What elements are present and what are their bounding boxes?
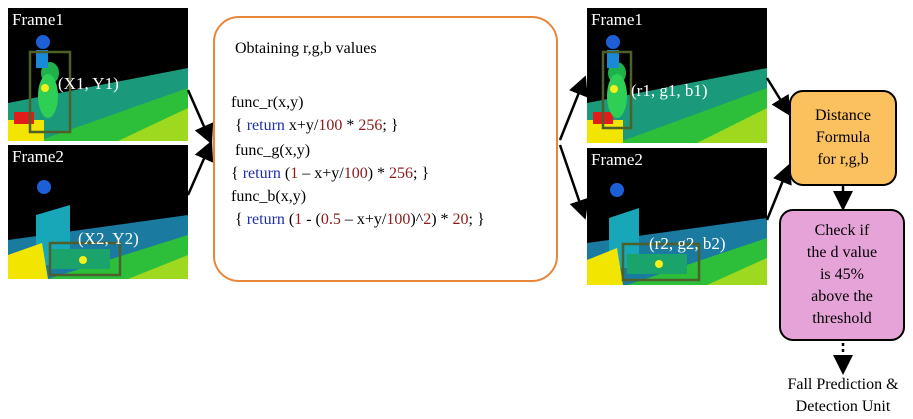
output-frame-1: Frame1 (r1, g1, b1) [587, 8, 767, 143]
arrow-code-to-frame2 [558, 144, 589, 220]
fall-detection-unit-label: Fall Prediction & Detection Unit [770, 374, 913, 418]
depth-image-4 [587, 183, 767, 285]
frame-label: Frame1 [12, 10, 64, 29]
check-line: is 45% [819, 266, 864, 283]
check-line: above the [811, 288, 873, 305]
input-frame-2: Frame2 (X2, Y2) [8, 145, 188, 279]
distance-line: Formula [815, 129, 871, 146]
output-frame-2: Frame2 (r2, g2, b2) [587, 148, 767, 285]
arrow-frame2-to-code [186, 140, 214, 196]
depth-image-2 [8, 180, 188, 279]
frame-label: Frame2 [12, 147, 64, 166]
depth-image-1 [8, 35, 188, 141]
footer-line: Detection Unit [795, 398, 891, 415]
arrow-frame1-to-code [186, 89, 214, 145]
distance-line: Distance [815, 107, 871, 124]
arrow-frame1-to-distance [765, 77, 791, 117]
rgb-function-box: Obtaining r,g,b values func_r(x,y) { ret… [213, 16, 558, 282]
arrow-code-to-frame1 [558, 75, 588, 141]
depth-image-3 [587, 35, 767, 143]
func-g-signature: func_g(x,y) [235, 142, 311, 159]
func-r-signature: func_r(x,y) [231, 94, 304, 111]
func-r-body: { return x+y/100 * 256; } [235, 117, 399, 134]
rgb-label: (r2, g2, b2) [649, 234, 726, 253]
func-b-signature: func_b(x,y) [231, 188, 307, 205]
coordinate-label: (X1, Y1) [58, 74, 119, 93]
coordinate-label: (X2, Y2) [78, 229, 139, 248]
input-frame-1: Frame1 (X1, Y1) [8, 8, 188, 141]
rgb-label: (r1, g1, b1) [631, 81, 708, 100]
check-line: threshold [812, 310, 872, 327]
frame-label: Frame1 [591, 10, 643, 29]
footer-line: Fall Prediction & [787, 376, 899, 393]
func-g-body: { return (1 – x+y/100) * 256; } [231, 165, 430, 182]
code-box-title: Obtaining r,g,b values [235, 40, 377, 57]
distance-line: for r,g,b [817, 151, 869, 168]
check-line: Check if [814, 222, 870, 239]
distance-formula-box: Distance Formula for r,g,b [789, 90, 897, 186]
arrow-frame2-to-distance [765, 163, 792, 221]
func-b-body: { return (1 - (0.5 – x+y/100)^2) * 20; } [235, 211, 485, 228]
check-line: the d value [806, 244, 878, 261]
threshold-check-box: Check if the d value is 45% above the th… [779, 209, 905, 341]
frame-label: Frame2 [591, 150, 643, 169]
